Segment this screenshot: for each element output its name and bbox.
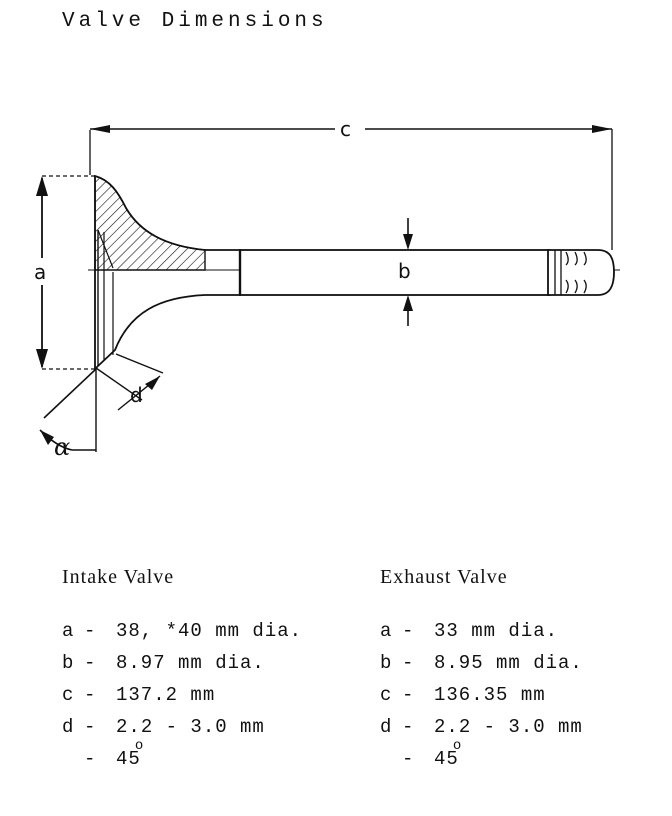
- dimension-b: b: [398, 218, 413, 326]
- exhaust-angle-value: 45: [434, 748, 459, 770]
- label-alpha: α: [54, 433, 70, 461]
- intake-c-value: 137.2 mm: [116, 684, 216, 706]
- exhaust-a-value: 33 mm dia.: [434, 620, 559, 642]
- label-d: d: [130, 383, 143, 407]
- intake-b-value: 8.97 mm dia.: [116, 652, 265, 674]
- exhaust-valve-specs: Exhaust Valve a-33 mm dia. b-8.95 mm dia…: [380, 566, 583, 775]
- label-a: a: [34, 260, 46, 284]
- dimension-c: c: [89, 117, 613, 250]
- exhaust-row-c: c-136.35 mm: [380, 684, 546, 706]
- page-title: Valve Dimensions: [62, 10, 328, 33]
- exhaust-heading: Exhaust Valve: [380, 566, 508, 588]
- intake-row-a: a-38, *40 mm dia.: [62, 620, 303, 642]
- intake-a-value: 38, *40 mm dia.: [116, 620, 303, 642]
- intake-heading: Intake Valve: [62, 566, 175, 588]
- label-b: b: [398, 259, 411, 283]
- intake-valve-specs: Intake Valve a-38, *40 mm dia. b-8.97 mm…: [62, 566, 302, 775]
- exhaust-c-value: 136.35 mm: [434, 684, 546, 706]
- intake-row-b: b-8.97 mm dia.: [62, 652, 265, 674]
- exhaust-row-b: b-8.95 mm dia.: [380, 652, 583, 674]
- dimension-a: a: [34, 175, 95, 370]
- angle-alpha: α: [39, 368, 97, 461]
- exhaust-row-a: a-33 mm dia.: [380, 620, 559, 642]
- dimension-d: d: [95, 353, 164, 411]
- exhaust-row-angle: -45: [402, 748, 459, 770]
- valve-diagram: c a b: [34, 117, 620, 461]
- intake-row-c: c-137.2 mm: [62, 684, 216, 706]
- label-c: c: [340, 117, 351, 141]
- intake-angle-value: 45: [116, 748, 141, 770]
- valve-stem: [238, 249, 615, 296]
- exhaust-b-value: 8.95 mm dia.: [434, 652, 583, 674]
- intake-row-angle: -45: [84, 748, 141, 770]
